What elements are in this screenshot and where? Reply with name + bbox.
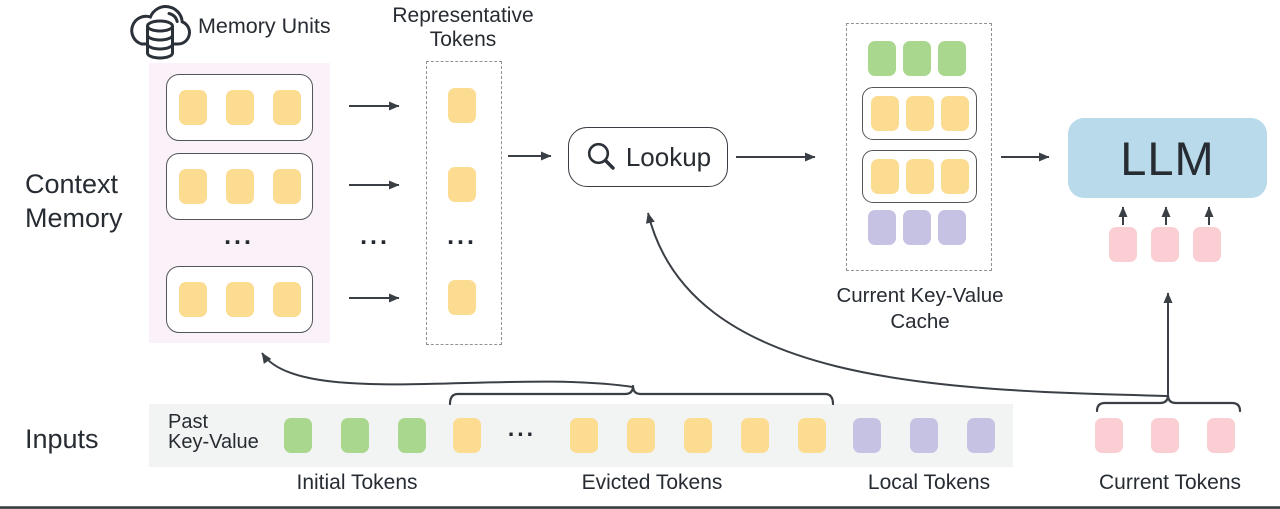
memory-ellipsis: ... xyxy=(224,222,254,250)
memory-unit-1 xyxy=(166,74,313,141)
yellow-token xyxy=(178,90,207,125)
pink-token xyxy=(1207,418,1235,453)
cloud-database-icon xyxy=(130,5,191,60)
past-kv-label: Past Key-Value xyxy=(168,412,259,452)
pink-token xyxy=(1151,418,1179,453)
lookup-label: Lookup xyxy=(625,141,712,172)
yellow-token xyxy=(627,418,655,453)
pink-token xyxy=(1151,227,1179,262)
between-ellipsis: ... xyxy=(360,222,390,250)
yellow-token xyxy=(272,169,301,204)
representative-tokens-label: Representative Tokens xyxy=(378,4,548,52)
cache-label-line1: Current Key-Value xyxy=(836,284,1004,307)
current-brace xyxy=(1095,393,1242,413)
inputs-label: Inputs xyxy=(25,424,99,454)
llm-input-tokens xyxy=(1109,227,1221,262)
current-tokens-label: Current Tokens xyxy=(1098,471,1242,494)
yellow-token xyxy=(225,90,254,125)
cache-label-line2: Cache xyxy=(890,310,950,333)
initial-tokens-row xyxy=(284,418,426,453)
lookup-button: Lookup xyxy=(568,127,728,187)
purple-token xyxy=(903,210,931,245)
yellow-token xyxy=(448,280,476,315)
purple-token xyxy=(868,210,896,245)
yellow-token xyxy=(870,159,899,194)
strip-ellipsis: ... xyxy=(507,415,537,441)
yellow-token xyxy=(178,169,207,204)
yellow-token xyxy=(684,418,712,453)
current-kv-cache-label: Current Key-Value Cache xyxy=(808,283,1032,335)
yellow-token xyxy=(272,90,301,125)
yellow-token xyxy=(448,167,476,202)
representative-ellipsis: ... xyxy=(447,222,477,250)
magnifier-icon xyxy=(587,142,615,170)
representative-token-3 xyxy=(448,280,476,315)
context-label-line2: Memory xyxy=(25,203,123,233)
evicted-brace xyxy=(448,384,835,406)
green-token xyxy=(284,418,312,453)
representative-box xyxy=(426,61,502,345)
green-token xyxy=(938,41,966,76)
representative-token-2 xyxy=(448,167,476,202)
past-kv-line1: Past xyxy=(168,411,209,433)
purple-token xyxy=(853,418,881,453)
memory-unit-3 xyxy=(166,266,313,333)
yellow-token xyxy=(905,96,934,131)
green-token xyxy=(398,418,426,453)
yellow-token xyxy=(453,418,481,453)
green-token xyxy=(868,41,896,76)
pink-token xyxy=(1193,227,1221,262)
yellow-token xyxy=(570,418,598,453)
representative-token-1 xyxy=(448,88,476,123)
yellow-token xyxy=(940,159,969,194)
llm-box: LLM xyxy=(1068,118,1267,198)
context-label-line1: Context xyxy=(25,169,119,199)
yellow-token xyxy=(225,169,254,204)
evicted-tail-tokens xyxy=(570,418,826,453)
pink-token xyxy=(1095,418,1123,453)
yellow-token xyxy=(272,282,301,317)
representative-label-line2: Tokens xyxy=(429,28,497,51)
cache-unit-1 xyxy=(862,87,977,140)
context-memory-label: Context Memory xyxy=(25,167,123,235)
yellow-token xyxy=(798,418,826,453)
yellow-token xyxy=(905,159,934,194)
cache-purple-row xyxy=(868,210,966,245)
current-tokens-row xyxy=(1095,418,1235,453)
local-tokens-label: Local Tokens xyxy=(867,471,991,494)
purple-token xyxy=(938,210,966,245)
green-token xyxy=(341,418,369,453)
evicted-tokens-label: Evicted Tokens xyxy=(581,471,723,494)
representative-label-line1: Representative xyxy=(392,4,534,27)
cache-green-row xyxy=(868,41,966,76)
green-token xyxy=(903,41,931,76)
yellow-token xyxy=(178,282,207,317)
local-tokens-row xyxy=(853,418,995,453)
past-kv-line2: Key-Value xyxy=(168,431,259,453)
yellow-token xyxy=(225,282,254,317)
cache-unit-2 xyxy=(862,150,977,203)
evicted-to-memory-curve xyxy=(261,352,634,388)
purple-token xyxy=(967,418,995,453)
initial-tokens-label: Initial Tokens xyxy=(296,471,418,494)
yellow-token xyxy=(448,88,476,123)
pink-token xyxy=(1109,227,1137,262)
memory-units-label: Memory Units xyxy=(198,14,331,38)
purple-token xyxy=(910,418,938,453)
memory-unit-2 xyxy=(166,153,313,220)
llm-label: LLM xyxy=(1120,131,1215,185)
yellow-token xyxy=(870,96,899,131)
yellow-token xyxy=(940,96,969,131)
evicted-head-token xyxy=(453,418,481,453)
yellow-token xyxy=(741,418,769,453)
